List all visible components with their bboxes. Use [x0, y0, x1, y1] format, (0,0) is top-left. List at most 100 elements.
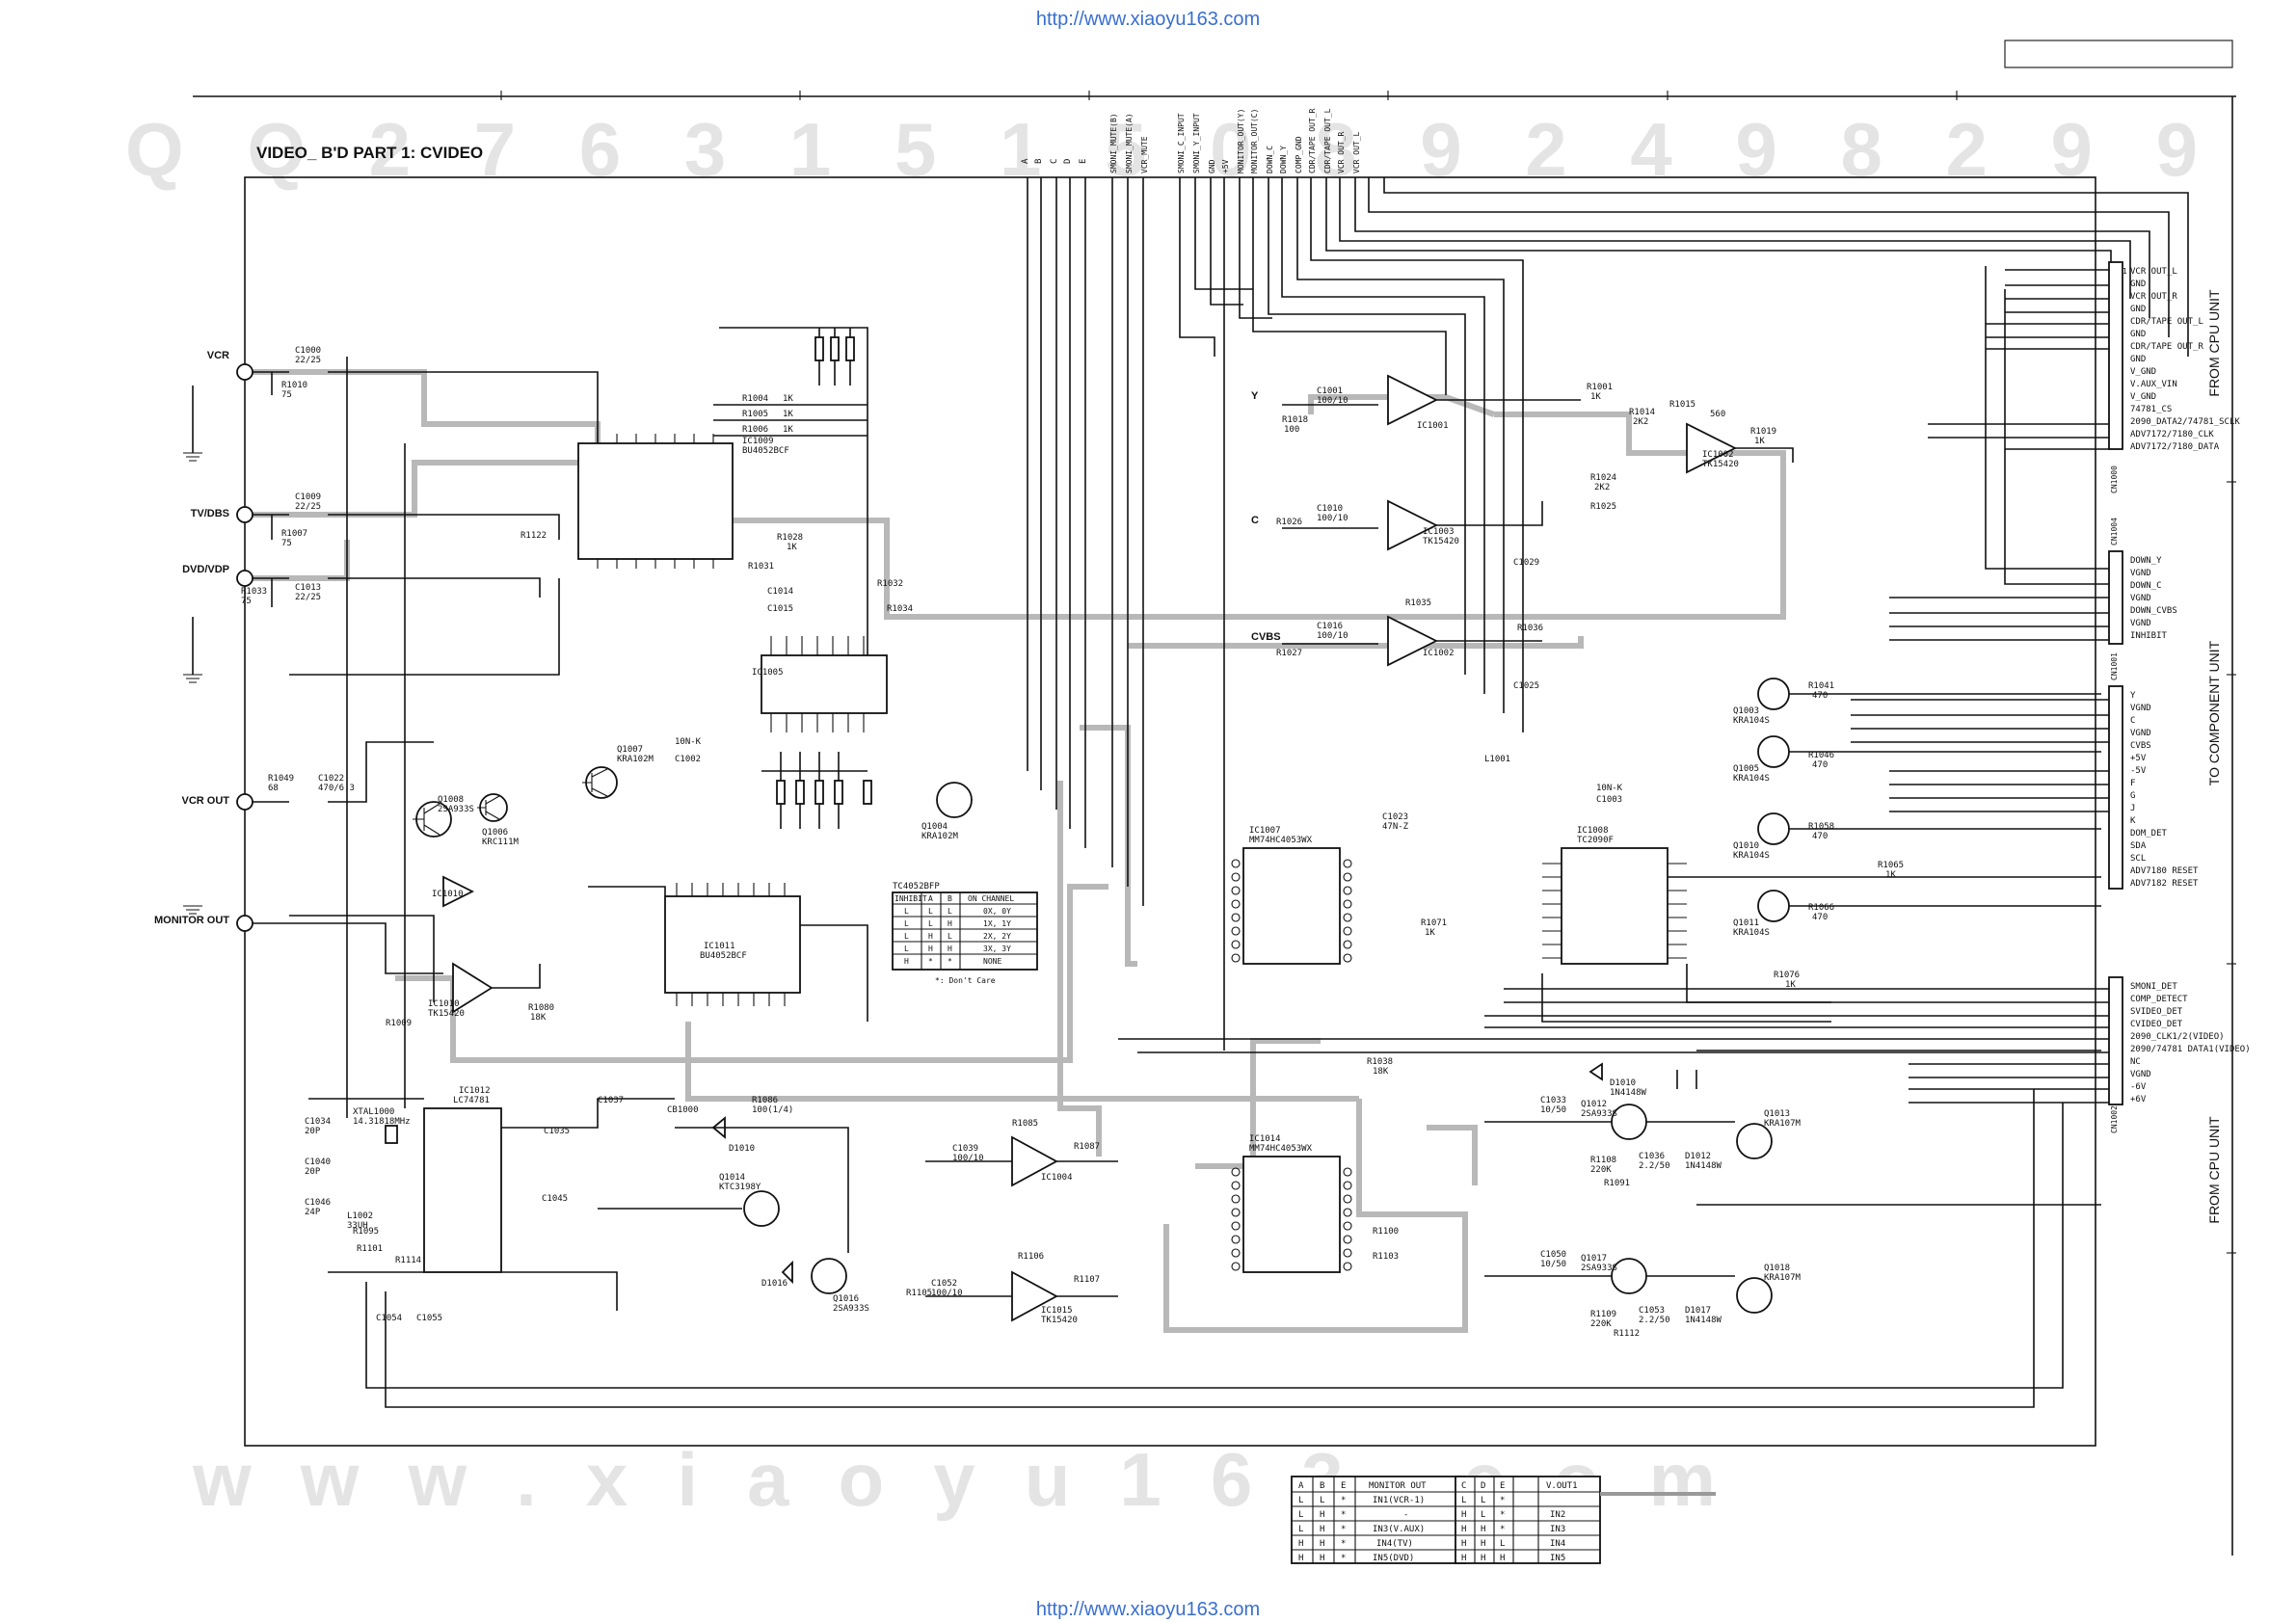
- svg-text:R1076: R1076: [1774, 971, 1800, 980]
- svg-text:C1053: C1053: [1639, 1306, 1665, 1316]
- svg-text:R1035: R1035: [1405, 599, 1431, 608]
- svg-text:C: C: [1050, 159, 1059, 164]
- kra104s-transistors: Q1003 KRA104S Q1005 KRA104S Q1010 KRA104…: [1733, 678, 2101, 938]
- svg-text:R1010: R1010: [281, 381, 307, 390]
- svg-text:H: H: [904, 957, 909, 966]
- svg-text:DOWN_Y: DOWN_Y: [2130, 556, 2162, 566]
- svg-text:IC1003: IC1003: [1423, 527, 1455, 537]
- svg-text:GND: GND: [2130, 330, 2146, 339]
- ic1012: IC1012 LC74781 XTAL1000 14.31818MHz C103…: [305, 1086, 675, 1323]
- svg-text:CB1000: CB1000: [667, 1105, 699, 1115]
- q1014-q1016: R1086 100(1/4) CB1000 Q1014 KTC3198Y Q10…: [598, 1096, 869, 1314]
- svg-text:R1080: R1080: [528, 1003, 554, 1013]
- svg-text:220K: 220K: [1590, 1319, 1612, 1329]
- svg-text:L1001: L1001: [1484, 755, 1510, 764]
- svg-text:C1009: C1009: [295, 492, 321, 502]
- svg-text:C1015: C1015: [767, 604, 793, 614]
- svg-text:D1010: D1010: [729, 1144, 755, 1154]
- svg-text:20P: 20P: [305, 1127, 321, 1136]
- side-label-to-component: TO COMPONENT UNIT: [2206, 640, 2222, 785]
- svg-text:H: H: [1461, 1554, 1466, 1563]
- signal-cvbs: CVBS: [1251, 631, 1281, 643]
- svg-text:R1086: R1086: [752, 1096, 778, 1105]
- svg-text:R1033: R1033: [241, 587, 267, 597]
- svg-text:22/25: 22/25: [295, 502, 321, 512]
- label-tv-dbs: TV/DBS: [191, 508, 229, 519]
- svg-text:CDR/TAPE OUT_R: CDR/TAPE OUT_R: [1308, 108, 1317, 173]
- jack-monitor-out: [236, 915, 254, 932]
- bottom-right-drivers: D1010 1N4148W Q1012 2SA933S C1033 10/50 …: [1484, 1050, 2101, 1339]
- side-label-from-cpu-1: FROM CPU UNIT: [2206, 289, 2222, 397]
- svg-text:SVIDEO_DET: SVIDEO_DET: [2130, 1007, 2183, 1017]
- url-top[interactable]: http://www.xiaoyu163.com: [1036, 9, 1260, 30]
- url-bottom[interactable]: http://www.xiaoyu163.com: [1036, 1599, 1260, 1620]
- svg-text:COMP_GND: COMP_GND: [1295, 136, 1303, 173]
- svg-text:R1112: R1112: [1614, 1329, 1640, 1339]
- svg-text:*: *: [1341, 1539, 1346, 1549]
- vcr-out-transistors: Q1008 2SA933S Q1006 KRC111M Q1007 KRA102…: [413, 745, 654, 847]
- svg-text:ON CHANNEL: ON CHANNEL: [968, 894, 1014, 903]
- svg-text:74781_CS: 74781_CS: [2130, 405, 2172, 414]
- svg-text:18K: 18K: [1373, 1067, 1389, 1077]
- svg-text:XTAL1000: XTAL1000: [353, 1107, 394, 1117]
- svg-text:Q1013: Q1013: [1764, 1109, 1790, 1119]
- svg-text:R1005: R1005: [742, 410, 768, 419]
- svg-text:H: H: [1461, 1510, 1466, 1520]
- svg-text:DOM_DET: DOM_DET: [2130, 829, 2168, 838]
- svg-text:D1012: D1012: [1685, 1152, 1711, 1161]
- svg-text:R1027: R1027: [1276, 649, 1302, 658]
- svg-text:IC1002: IC1002: [1702, 450, 1734, 460]
- svg-text:Q1014: Q1014: [719, 1173, 745, 1183]
- svg-text:CVIDEO_DET: CVIDEO_DET: [2130, 1020, 2183, 1029]
- svg-text:H: H: [1481, 1525, 1485, 1534]
- svg-text:IN4: IN4: [1550, 1539, 1565, 1549]
- resistor-array-mid: Q1004 KRA102M C1002 10N-K: [675, 737, 973, 841]
- svg-text:75: 75: [281, 539, 292, 548]
- svg-text:-: -: [1403, 1510, 1408, 1520]
- resistors-r1004-r1006: R1004 R1005 R1006 1K 1K 1K: [713, 327, 868, 675]
- svg-text:100/10: 100/10: [1317, 396, 1348, 406]
- svg-text:R1103: R1103: [1373, 1252, 1399, 1262]
- page-title: VIDEO_ B'D PART 1: CVIDEO: [256, 144, 483, 162]
- svg-text:H: H: [1320, 1525, 1324, 1534]
- svg-text:1: 1: [2122, 267, 2127, 276]
- svg-text:R1001: R1001: [1587, 383, 1613, 392]
- input-wires: [192, 357, 599, 1118]
- svg-text:1K: 1K: [1590, 392, 1601, 402]
- svg-text:L: L: [904, 907, 909, 916]
- svg-text:MONITOR_OUT(Y): MONITOR_OUT(Y): [1237, 109, 1245, 173]
- svg-text:C1046: C1046: [305, 1198, 331, 1208]
- svg-text:L: L: [904, 945, 909, 953]
- svg-text:ADV7182 RESET: ADV7182 RESET: [2130, 879, 2199, 889]
- svg-text:IC1005: IC1005: [752, 668, 784, 678]
- svg-text:KRA102M: KRA102M: [921, 832, 959, 841]
- svg-text:1N4148W: 1N4148W: [1610, 1088, 1647, 1098]
- svg-text:IC1008: IC1008: [1577, 826, 1609, 836]
- svg-text:DOWN_CVBS: DOWN_CVBS: [2130, 606, 2177, 616]
- connector-cn1000: CN1000 1 VCR OUT_L GND VCR OUT_R GND CDR…: [2108, 261, 2240, 493]
- svg-text:IC1009: IC1009: [742, 437, 774, 446]
- svg-text:D1016: D1016: [761, 1279, 788, 1289]
- ic1005: IC1005 R1028 1K R1031 R1032 R1034 C1014 …: [748, 533, 913, 732]
- svg-text:H: H: [928, 945, 933, 953]
- svg-text:R1085: R1085: [1012, 1119, 1038, 1129]
- label-monitor-out: MONITOR OUT: [154, 915, 229, 926]
- svg-text:VCR_MUTE: VCR_MUTE: [1140, 136, 1149, 173]
- svg-text:1K: 1K: [1785, 980, 1796, 990]
- svg-text:C1002: C1002: [675, 755, 701, 764]
- connector-cn1002: CN1002 SMONI_DET COMP_DETECT SVIDEO_DET …: [2108, 976, 2251, 1133]
- svg-text:SDA: SDA: [2130, 841, 2147, 851]
- svg-text:F: F: [2130, 779, 2135, 788]
- connector-cn1004: CN1004 DOWN_Y VGND DOWN_C VGND DOWN_CVBS…: [2108, 518, 2177, 645]
- svg-text:C1001: C1001: [1317, 386, 1343, 396]
- svg-text:IC1007: IC1007: [1249, 826, 1281, 836]
- svg-text:2K2: 2K2: [1594, 483, 1610, 492]
- svg-text:C1054: C1054: [376, 1314, 402, 1323]
- svg-text:H: H: [1461, 1525, 1466, 1534]
- svg-text:ADV7180 RESET: ADV7180 RESET: [2130, 866, 2199, 876]
- svg-text:R1114: R1114: [395, 1256, 421, 1265]
- svg-text:D: D: [1063, 159, 1073, 164]
- svg-text:L: L: [1481, 1510, 1485, 1520]
- svg-text:CDR/TAPE OUT_L: CDR/TAPE OUT_L: [2130, 317, 2203, 327]
